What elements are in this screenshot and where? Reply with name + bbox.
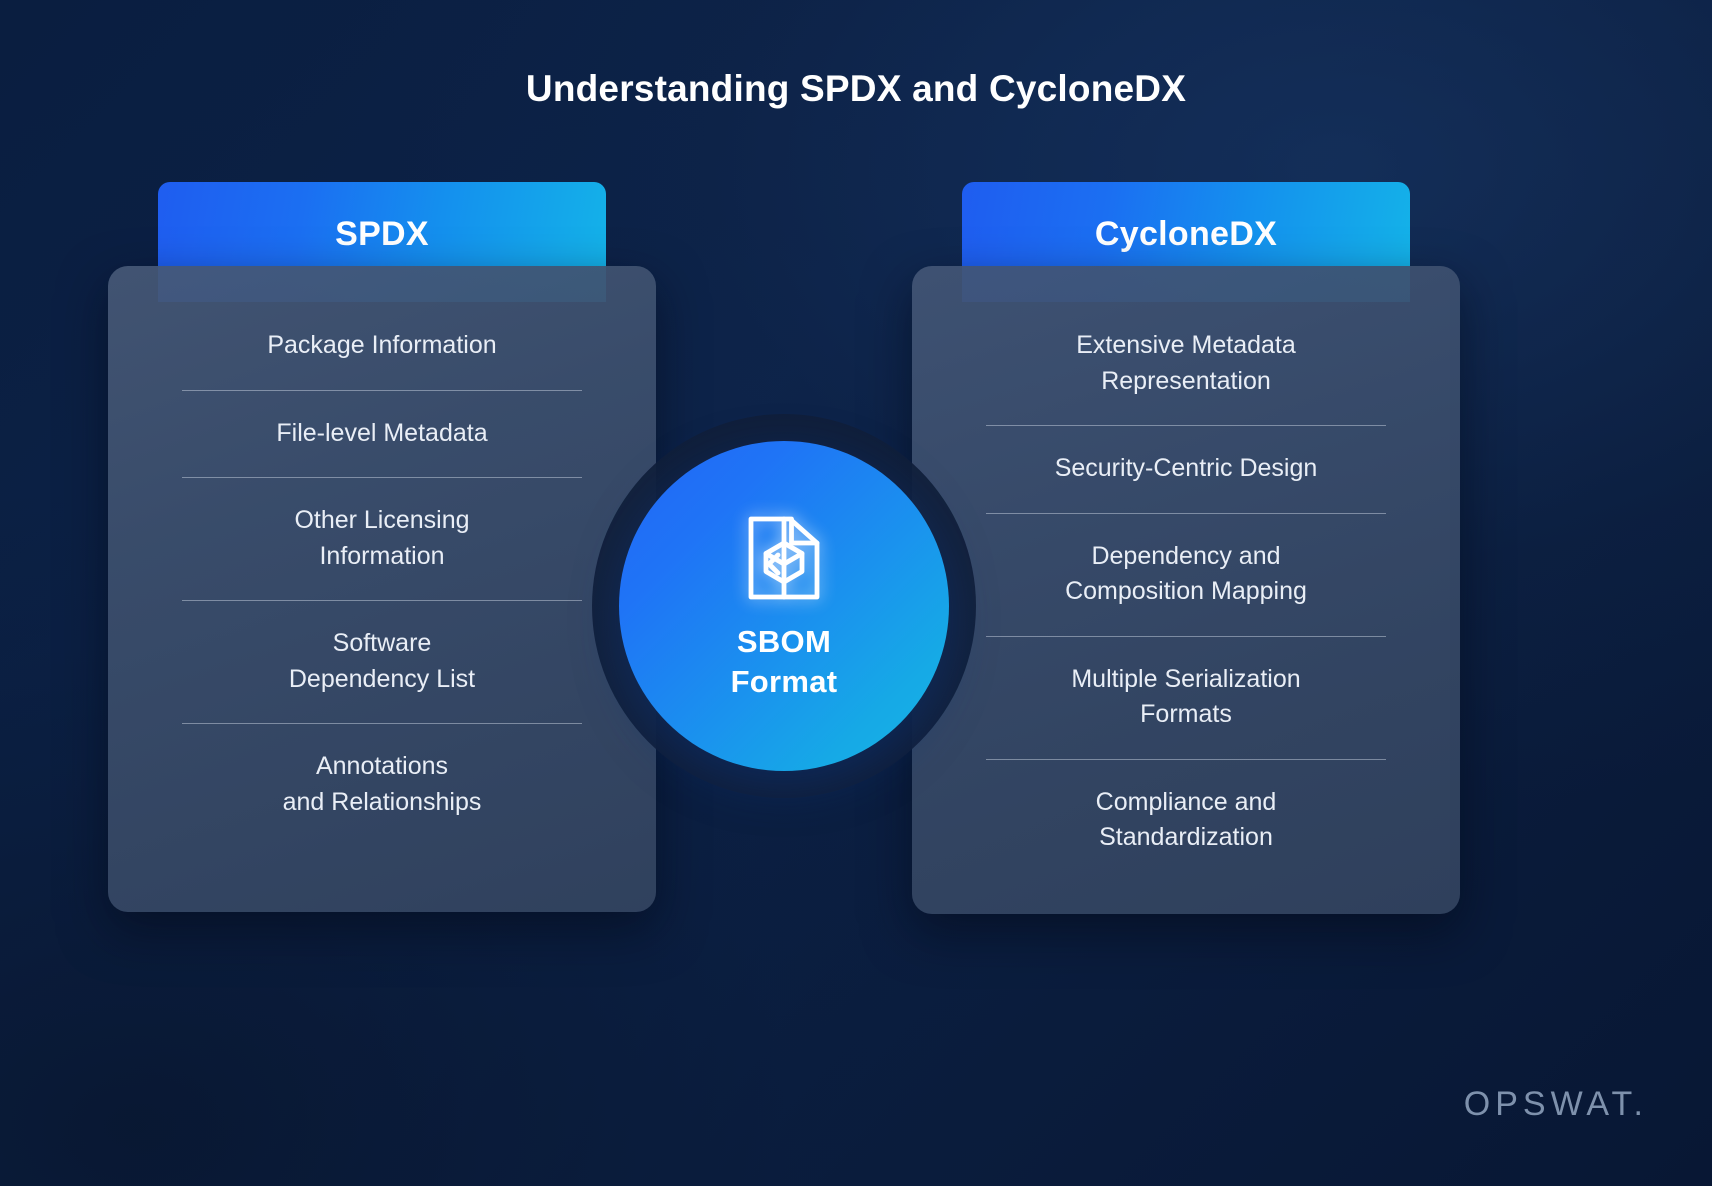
- feature-item: Compliance and Standardization: [946, 758, 1426, 874]
- sbom-circle-halo: SBOM Format: [592, 414, 976, 798]
- column-spdx: SPDX Package Information File-level Meta…: [108, 182, 656, 912]
- card-body-cyclonedx: Extensive Metadata Representation Securi…: [912, 266, 1460, 914]
- feature-item: Security-Centric Design: [946, 425, 1426, 513]
- feature-item: Annotations and Relationships: [142, 723, 622, 838]
- feature-item: Software Dependency List: [142, 600, 622, 723]
- opswat-logo: OPSWAT.: [1463, 1085, 1648, 1123]
- card-header-title-cyclonedx: CycloneDX: [1094, 214, 1278, 253]
- feature-list-cyclonedx: Extensive Metadata Representation Securi…: [946, 318, 1426, 874]
- feature-list-spdx: Package Information File-level Metadata …: [142, 318, 622, 838]
- feature-item: Package Information: [267, 331, 497, 359]
- feature-item: Dependency and Composition Mapping: [946, 512, 1426, 636]
- feature-item: File-level Metadata: [142, 389, 622, 478]
- card-body-spdx: Package Information File-level Metadata …: [108, 266, 656, 912]
- sbom-center-badge: SBOM Format: [619, 441, 949, 771]
- sbom-document-cube-icon: [748, 516, 820, 600]
- column-cyclonedx: CycloneDX Extensive Metadata Representat…: [912, 182, 1460, 914]
- page-title: Understanding SPDX and CycloneDX: [525, 68, 1187, 109]
- feature-item: Extensive Metadata Representation: [1076, 331, 1296, 395]
- sbom-center-label: SBOM Format: [730, 624, 838, 699]
- feature-item: Multiple Serialization Formats: [946, 635, 1426, 759]
- feature-item: Other Licensing Information: [142, 477, 622, 600]
- card-header-title-spdx: SPDX: [335, 214, 429, 253]
